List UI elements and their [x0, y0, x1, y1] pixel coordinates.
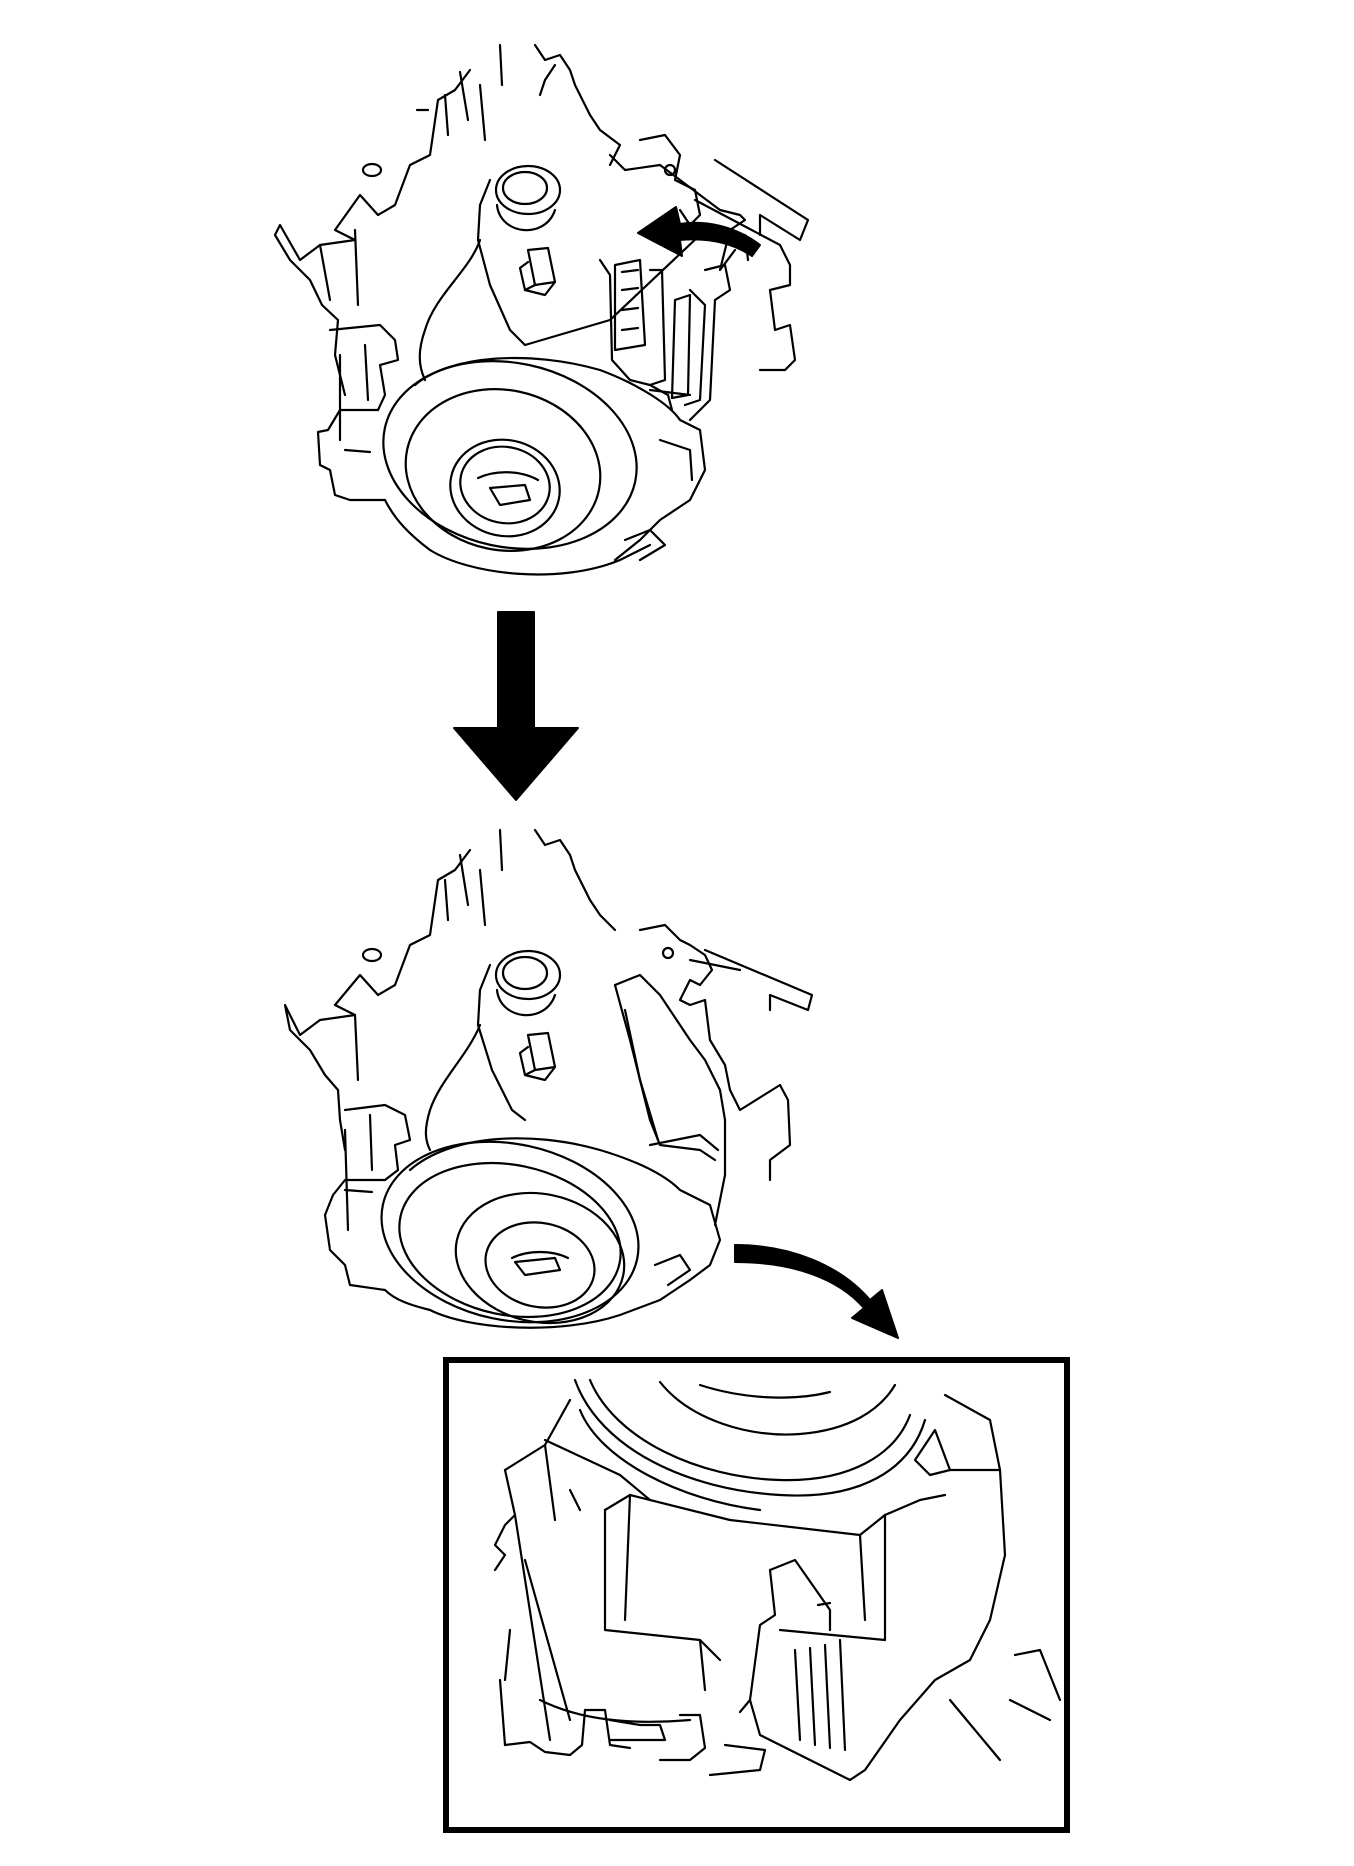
ignition-lock-assembly-before [275, 45, 808, 574]
curved-arrow-icon [735, 1245, 898, 1338]
detail-inset-frame [446, 1360, 1067, 1830]
ignition-lock-assembly-after [285, 830, 812, 1345]
down-arrow-icon [454, 612, 578, 800]
release-tab-detail [495, 1380, 1060, 1780]
curved-arrow-icon [638, 207, 760, 256]
